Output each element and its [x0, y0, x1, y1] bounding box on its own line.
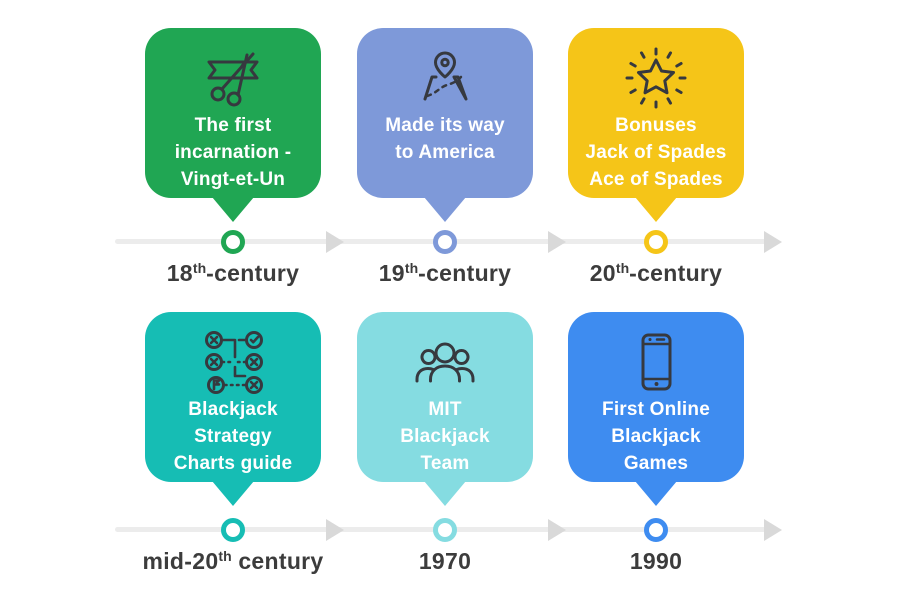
timeline-arrow-icon	[326, 519, 344, 541]
card-first-online: First Online Blackjack Games	[568, 312, 744, 506]
ribbon-cutting-scissors-icon	[201, 28, 265, 112]
card-title: First Online Blackjack Games	[602, 399, 710, 474]
timeline-arrow-icon	[548, 519, 566, 541]
timeline-arrow-icon	[548, 231, 566, 253]
timeline-label-19th-century: 19th-century	[378, 260, 512, 286]
card-title: Made its way to America	[385, 115, 505, 163]
card-made-its-way: Made its way to America	[357, 28, 533, 222]
timeline-marker-18th	[221, 230, 245, 254]
card-tail	[635, 197, 677, 222]
timeline-arrow-icon	[764, 519, 782, 541]
card-title: Bonuses Jack of Spades Ace of Spades	[585, 115, 727, 190]
card-bonuses: Bonuses Jack of Spades Ace of Spades	[568, 28, 744, 222]
card-strategy-charts: Blackjack Strategy Charts guide	[145, 312, 321, 506]
timeline-arrow-icon	[326, 231, 344, 253]
timeline-label-1970: 1970	[418, 548, 472, 574]
timeline-marker-mid20th	[221, 518, 245, 542]
card-tail	[424, 481, 466, 506]
timeline-label-1990: 1990	[629, 548, 683, 574]
card-first-incarnation: The first incarnation - Vingt-et-Un	[145, 28, 321, 222]
timeline-label-20th-century: 20th-century	[589, 260, 723, 286]
timeline-label-mid-20th-century: mid-20th century	[142, 548, 324, 574]
strategy-flowchart-icon	[201, 312, 265, 396]
shining-star-icon	[623, 28, 689, 112]
mit-team-people-icon	[411, 312, 479, 396]
card-mit-team: MIT Blackjack Team	[357, 312, 533, 506]
map-location-pin-icon	[413, 28, 477, 112]
timeline-marker-20th	[644, 230, 668, 254]
timeline-label-18th-century: 18th-century	[166, 260, 300, 286]
card-title: MIT Blackjack Team	[400, 399, 490, 474]
card-title: The first incarnation - Vingt-et-Un	[174, 115, 292, 190]
card-tail	[212, 481, 254, 506]
card-tail	[635, 481, 677, 506]
card-tail	[212, 197, 254, 222]
timeline-marker-1970	[433, 518, 457, 542]
smartphone-icon	[624, 312, 688, 396]
timeline-arrow-icon	[764, 231, 782, 253]
card-tail	[424, 197, 466, 222]
timeline-marker-19th	[433, 230, 457, 254]
timeline-marker-1990	[644, 518, 668, 542]
card-title: Blackjack Strategy Charts guide	[173, 399, 293, 474]
